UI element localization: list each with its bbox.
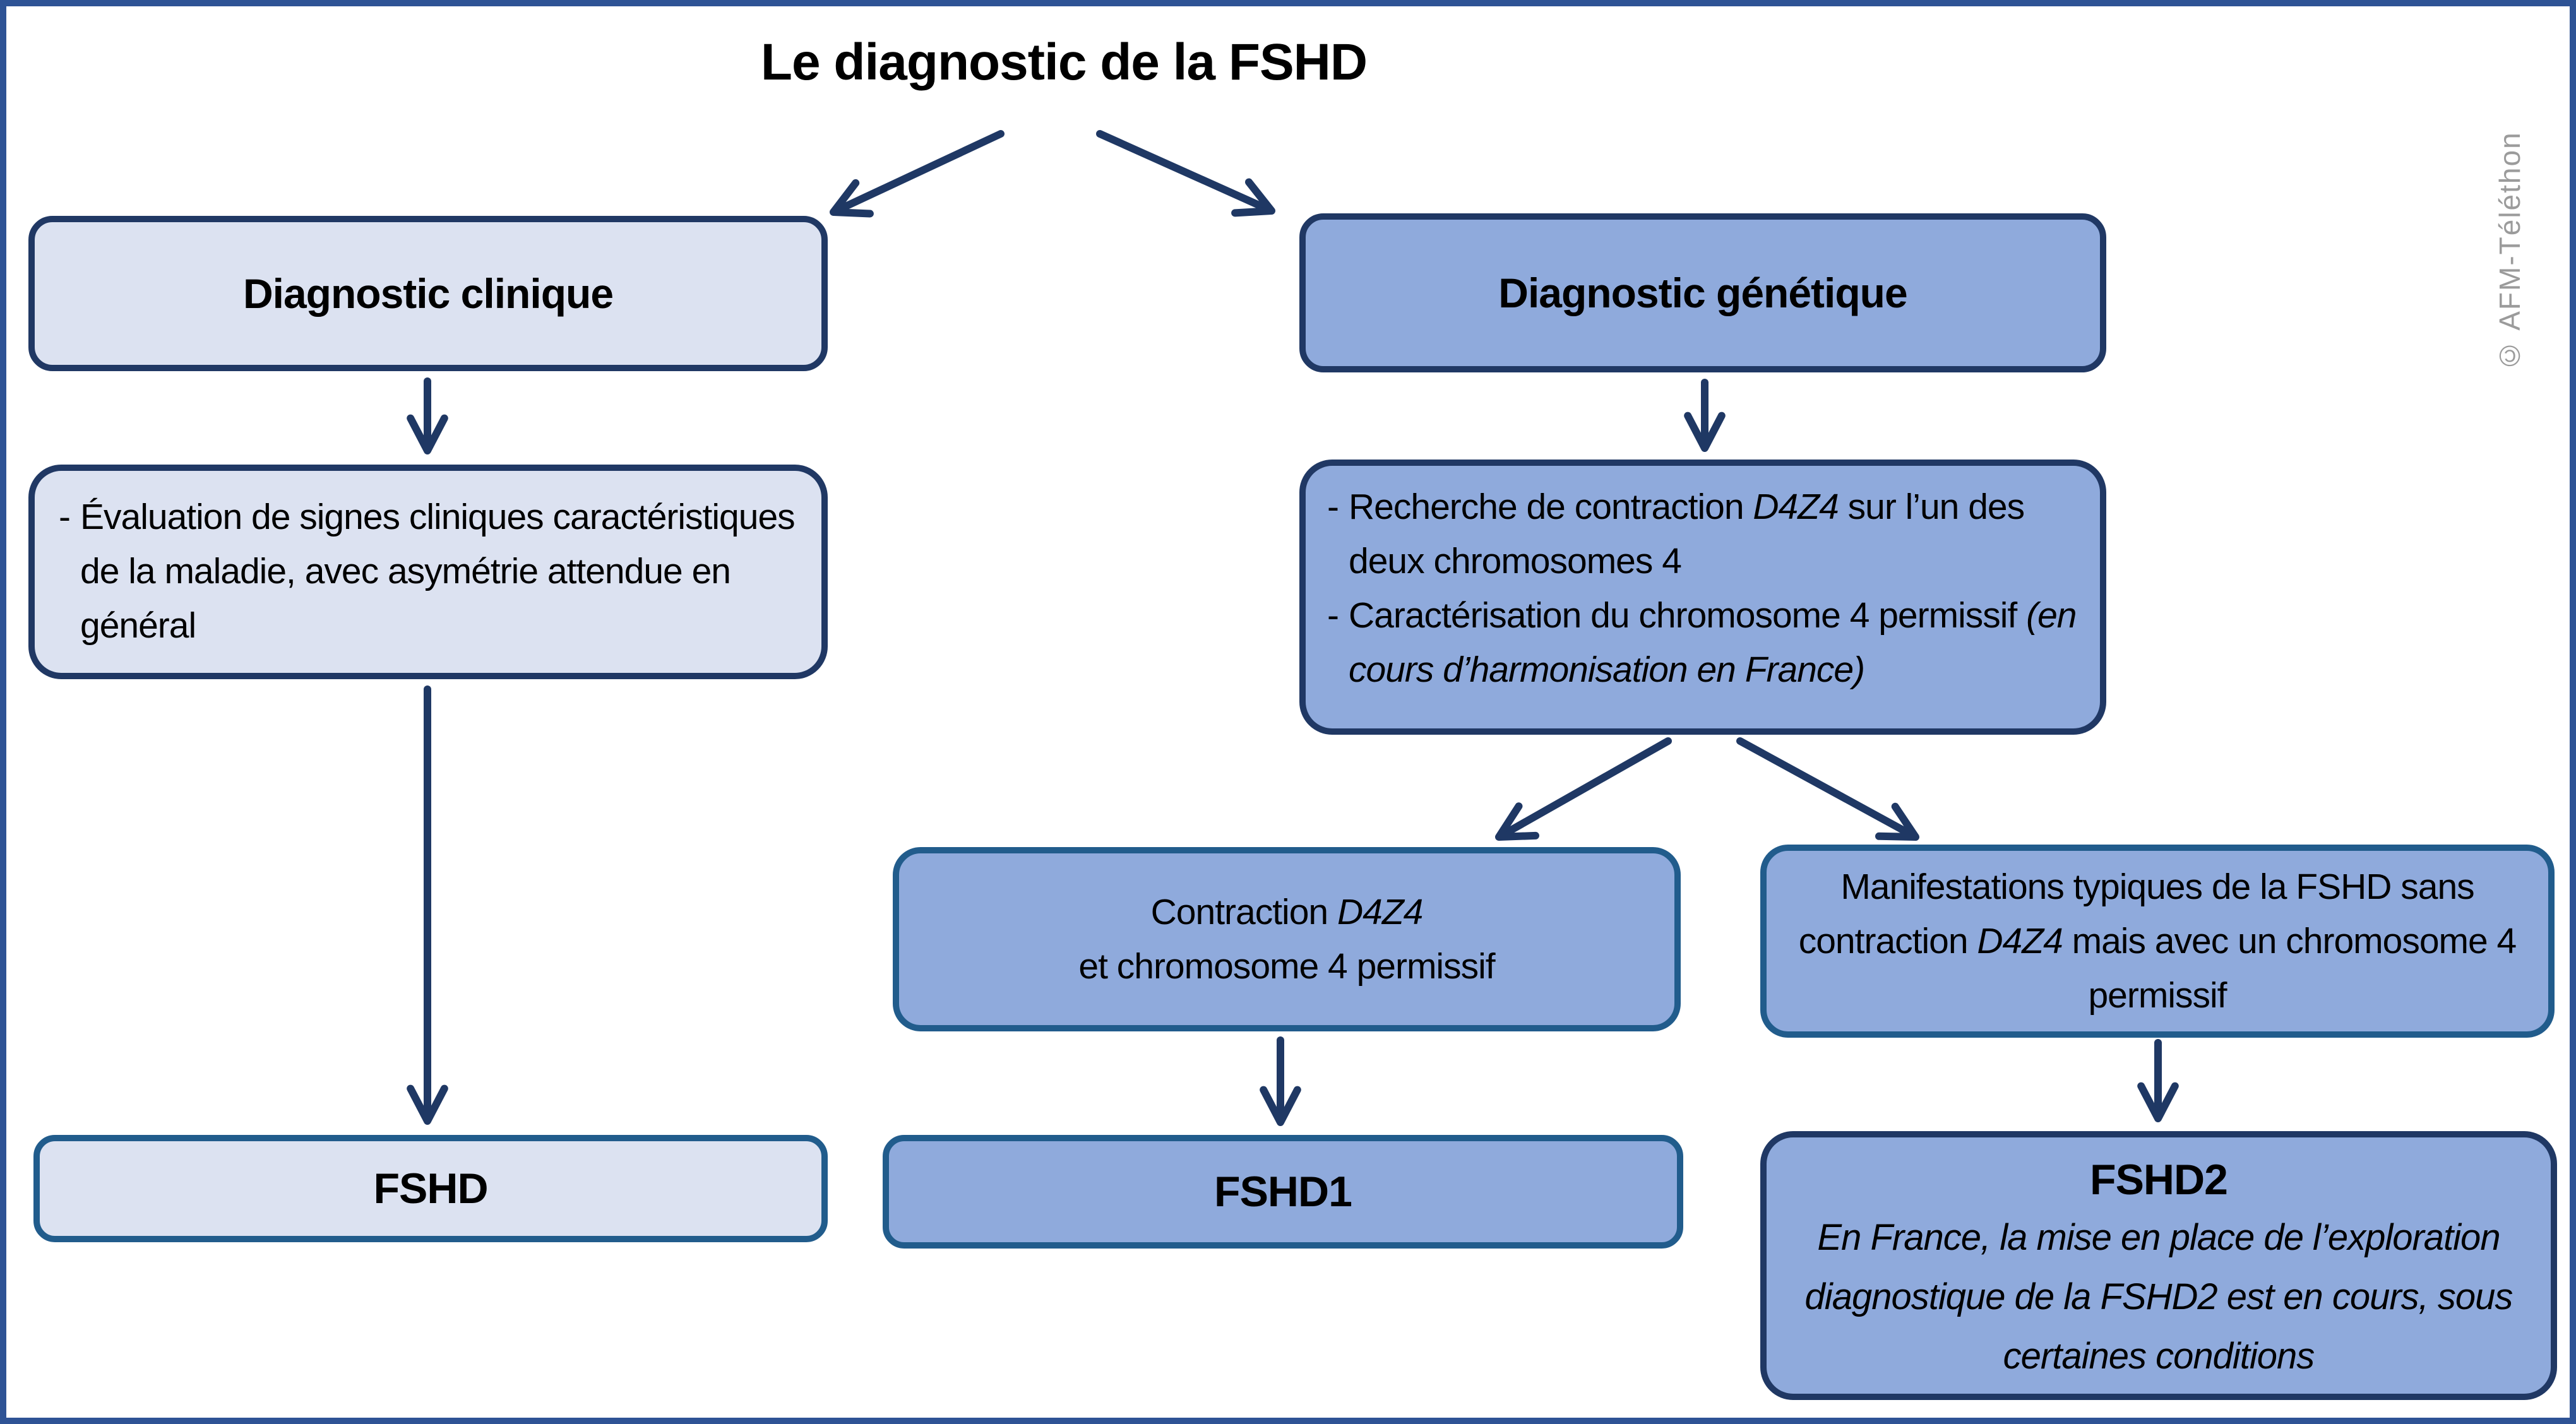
node-genetic-diagnosis-label: Diagnostic génétique bbox=[1498, 270, 1907, 316]
node-fshd1-label: FSHD1 bbox=[1214, 1168, 1352, 1216]
node-fshd2: FSHD2 En France, la mise en place de l’e… bbox=[1760, 1131, 2557, 1400]
node-clinical-diagnosis: Diagnostic clinique bbox=[28, 216, 828, 371]
genetic-detail-text: -Recherche de contraction D4Z4 sur l’un … bbox=[1327, 487, 2077, 690]
page-title: Le diagnostic de la FSHD bbox=[760, 33, 1368, 91]
node-fshd1: FSHD1 bbox=[883, 1135, 1683, 1249]
node-genetic-detail: -Recherche de contraction D4Z4 sur l’un … bbox=[1299, 460, 2106, 735]
clinical-detail-text: -Évaluation de signes cliniques caractér… bbox=[59, 497, 796, 646]
node-clinical-diagnosis-label: Diagnostic clinique bbox=[242, 270, 614, 317]
node-manifestations-result: Manifestations typiques de la FSHD sans … bbox=[1760, 845, 2555, 1038]
node-fshd2-label: FSHD2 bbox=[2090, 1156, 2228, 1204]
node-fshd2-note: En France, la mise en place de l’explora… bbox=[1804, 1217, 2513, 1377]
copyright-watermark: © AFM-Téléthon bbox=[2493, 131, 2526, 372]
node-genetic-diagnosis: Diagnostic génétique bbox=[1299, 213, 2106, 372]
manifestations-result-text: Manifestations typiques de la FSHD sans … bbox=[1798, 867, 2517, 1016]
node-fshd: FSHD bbox=[33, 1135, 828, 1242]
node-fshd-label: FSHD bbox=[373, 1165, 488, 1213]
node-clinical-detail: -Évaluation de signes cliniques caractér… bbox=[28, 465, 828, 679]
